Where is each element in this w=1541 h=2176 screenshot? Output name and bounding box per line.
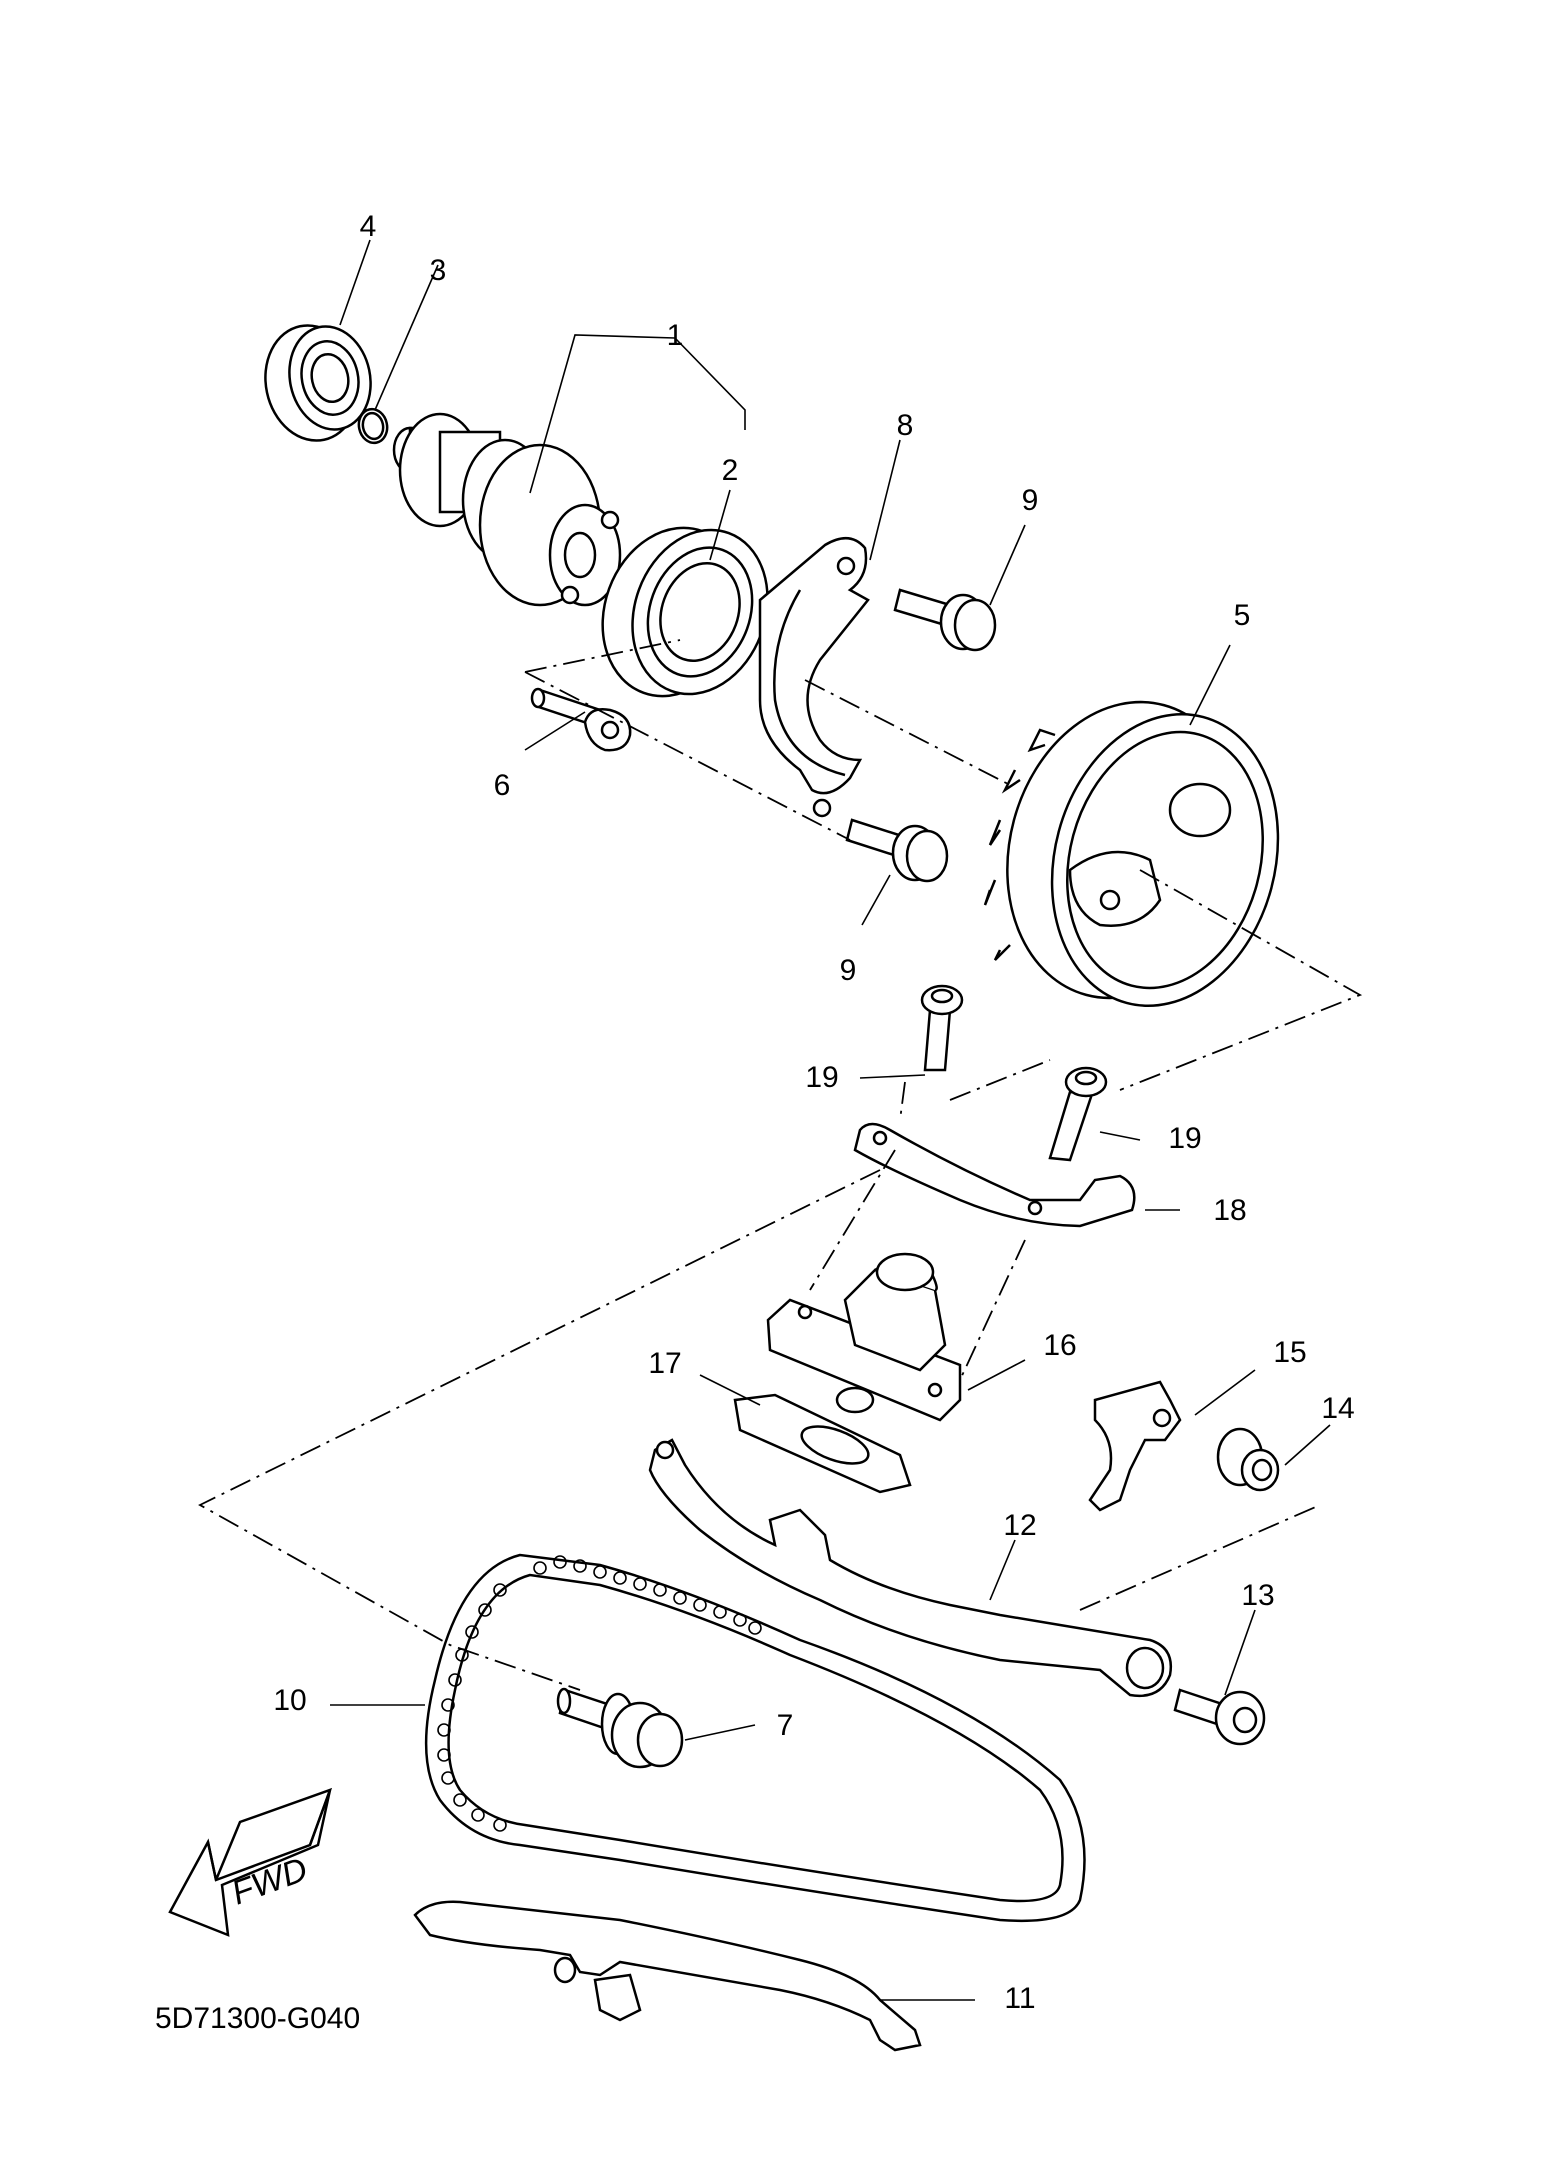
forward-arrow: FWD: [168, 1787, 333, 1937]
label-19-right: 19: [1168, 1122, 1201, 1155]
label-10: 10: [273, 1684, 306, 1717]
part-16-chain-tensioner[interactable]: [766, 1252, 962, 1422]
part-4-end-bearing[interactable]: [255, 317, 380, 450]
part-18-cover-plate[interactable]: [853, 1122, 1136, 1228]
part-2-bearing[interactable]: [580, 508, 790, 716]
label-5: 5: [1234, 599, 1251, 632]
label-17: 17: [648, 1347, 681, 1380]
label-14: 14: [1321, 1392, 1354, 1425]
part-13-guide-bolt[interactable]: [1173, 1688, 1266, 1746]
label-3: 3: [430, 254, 447, 287]
label-8: 8: [897, 409, 914, 442]
label-16: 16: [1043, 1329, 1076, 1362]
label-18: 18: [1213, 1194, 1246, 1227]
label-2: 2: [722, 454, 739, 487]
label-4: 4: [360, 210, 377, 243]
part-17-gasket[interactable]: [733, 1393, 912, 1494]
part-3-o-ring[interactable]: [356, 406, 390, 445]
part-9-bolt-lower[interactable]: [845, 818, 949, 883]
part-11-lower-guide[interactable]: [413, 1900, 922, 2052]
part-6-pin[interactable]: [530, 687, 632, 752]
label-7: 7: [777, 1709, 794, 1742]
chain-links: [437, 1555, 762, 1832]
part-10-cam-chain[interactable]: [424, 1553, 1086, 1923]
label-19-left: 19: [805, 1061, 838, 1094]
part-14-collar[interactable]: [1216, 1427, 1280, 1492]
part-labels: 1 2 3 4 5 6 7 8 9 9 10 11 12 13 14 15 16…: [273, 210, 1354, 2015]
label-13: 13: [1241, 1579, 1274, 1612]
part-7-flange-bolt[interactable]: [556, 1687, 684, 1769]
label-12: 12: [1003, 1509, 1036, 1542]
label-9-upper: 9: [1022, 484, 1039, 517]
diagram-code: 5D71300-G040: [155, 2002, 360, 2035]
part-9-bolt-upper[interactable]: [893, 588, 997, 652]
part-19-socket-bolt-left[interactable]: [920, 984, 964, 1072]
label-11: 11: [1004, 1982, 1035, 2015]
part-15-stopper-guide[interactable]: [1088, 1380, 1182, 1512]
part-8-retainer-plate[interactable]: [758, 537, 870, 818]
part-1-camshaft[interactable]: [392, 412, 622, 607]
part-12-chain-guide[interactable]: [648, 1438, 1173, 1698]
part-5-cam-sprocket[interactable]: [975, 675, 1309, 1031]
label-6: 6: [494, 769, 511, 802]
label-15: 15: [1273, 1336, 1306, 1369]
label-1: 1: [667, 319, 684, 352]
assembly-lines: [198, 639, 1363, 1691]
label-9-lower: 9: [840, 954, 857, 987]
part-19-socket-bolt-right[interactable]: [1048, 1066, 1108, 1162]
leader-lines: [330, 239, 1331, 2001]
